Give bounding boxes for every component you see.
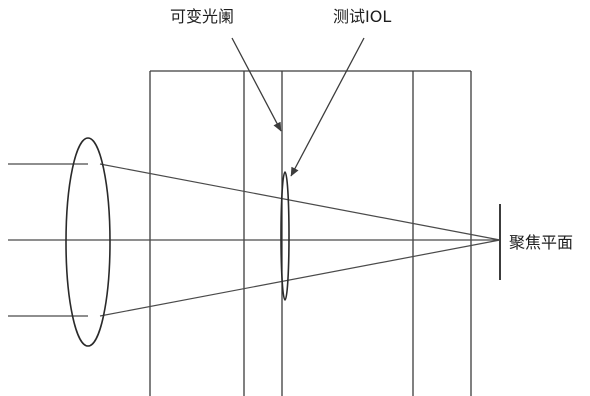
test-iol-pointer xyxy=(290,37,365,177)
focal-plane-label: 聚焦平面 xyxy=(509,233,573,252)
test-iol-lens xyxy=(280,171,290,301)
converging-ray-top xyxy=(99,163,501,241)
focusing-lens xyxy=(65,137,111,347)
converging-ray-bottom xyxy=(99,239,501,317)
test-iol-label: 测试IOL xyxy=(333,7,391,26)
variable-aperture-pointer xyxy=(231,37,282,132)
variable-aperture-label: 可变光阑 xyxy=(170,7,234,26)
